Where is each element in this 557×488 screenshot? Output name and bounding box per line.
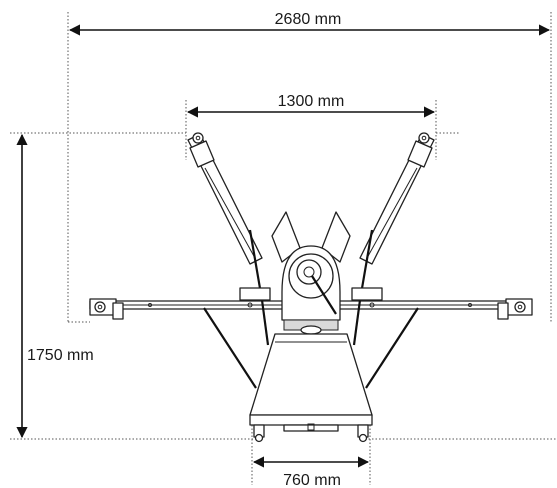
table-width-label: 1300 mm	[278, 93, 345, 110]
left-raised-arm	[187, 132, 263, 265]
rolling-head	[239, 245, 383, 335]
overall-width-dimension: 2680 mm	[67, 11, 552, 322]
height-label: 1750 mm	[27, 347, 94, 364]
machine-drawing	[68, 132, 533, 443]
overall-width-label: 2680 mm	[275, 11, 342, 28]
base-width-label: 760 mm	[283, 472, 341, 488]
right-raised-arm	[359, 132, 435, 265]
height-dimension: 1750 mm	[10, 132, 557, 440]
table-width-dimension: 1300 mm	[185, 93, 437, 160]
base-width-dimension: 760 mm	[251, 425, 371, 488]
machine-base	[249, 333, 373, 443]
